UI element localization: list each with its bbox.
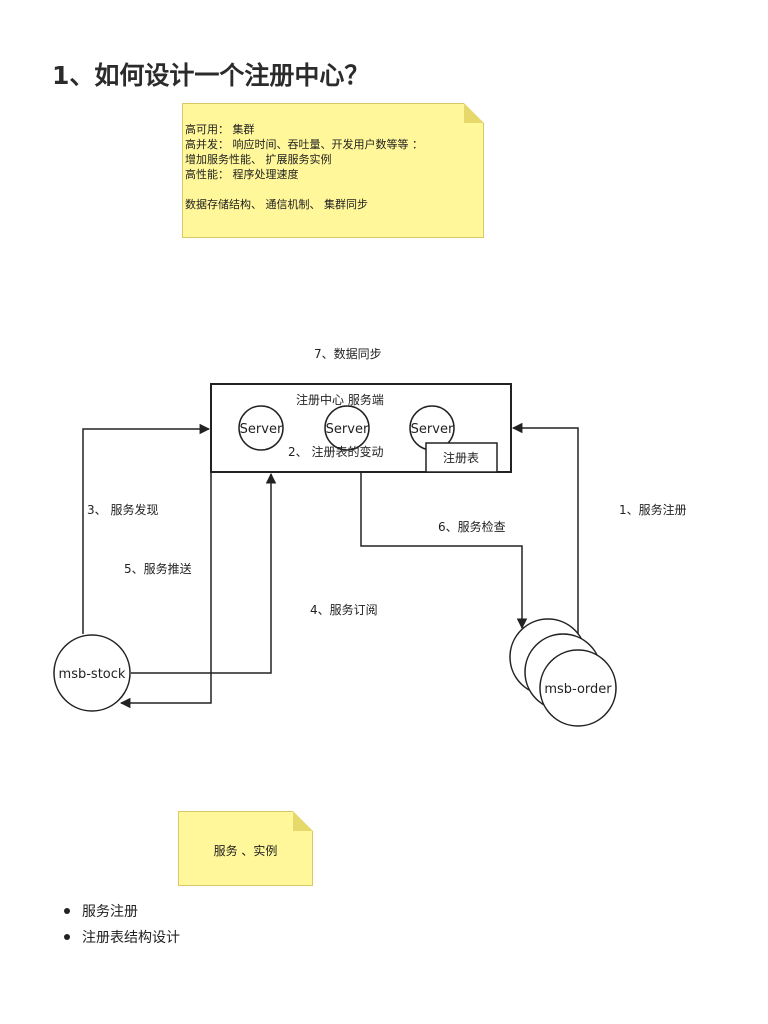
server-label: Server (326, 422, 369, 437)
server-node: Server (324, 405, 370, 451)
note-text: 服务 、实例 (213, 844, 278, 858)
sync-label: 7、数据同步 (314, 346, 382, 361)
discovery-label: 3、 服务发现 (87, 502, 158, 517)
order-service-node: msb-order (509, 618, 617, 727)
server-label: Server (411, 422, 454, 437)
health-check-label: 6、服务检查 (438, 519, 506, 534)
registry-box-label: 注册中心 服务端 (296, 392, 384, 407)
discovery-arrow (82, 423, 211, 634)
note-line: 数据存储结构、 通信机制、 集群同步 (185, 198, 368, 211)
note-line: 高可用： 集群 (185, 123, 255, 136)
page-title: 1、如何设计一个注册中心？ (52, 61, 370, 90)
sticky-note-requirements: 高可用： 集群 高并发： 响应时间、吞吐量、开发用户数等等 ： 增加服务性能、 … (182, 103, 484, 238)
server-node: Server (238, 405, 284, 451)
server-node: Server (409, 405, 455, 451)
note-line: 高并发： 响应时间、吞吐量、开发用户数等等 ： (185, 138, 423, 151)
subscribe-arrow (131, 472, 277, 674)
push-label: 5、服务推送 (124, 561, 192, 576)
health-check-arrow (360, 472, 528, 630)
server-label: Server (240, 422, 283, 437)
note-line: 高性能： 程序处理速度 (185, 168, 299, 181)
note-lines: 高可用： 集群 高并发： 响应时间、吞吐量、开发用户数等等 ： 增加服务性能、 … (185, 122, 423, 212)
order-node-label: msb-order (544, 682, 612, 697)
subscribe-label: 4、服务订阅 (310, 602, 378, 617)
sticky-note-service-instance: 服务 、实例 (178, 811, 313, 886)
list-item: 注册表结构设计 (62, 926, 180, 952)
registry-change-label: 2、 注册表的变动 (288, 444, 383, 459)
list-item: 服务注册 (62, 900, 180, 926)
stock-node-label: msb-stock (59, 667, 126, 682)
stock-service-node: msb-stock (53, 634, 131, 712)
register-label: 1、服务注册 (619, 502, 687, 517)
note-fold (293, 811, 313, 831)
note-line: 增加服务性能、 扩展服务实例 (185, 153, 332, 166)
bullet-list: 服务注册 注册表结构设计 (62, 900, 180, 952)
registry-table-label: 注册表 (443, 450, 479, 465)
registry-table-box (425, 442, 498, 473)
note-fold (464, 103, 484, 123)
push-arrow (119, 472, 212, 709)
register-arrow (511, 422, 579, 636)
